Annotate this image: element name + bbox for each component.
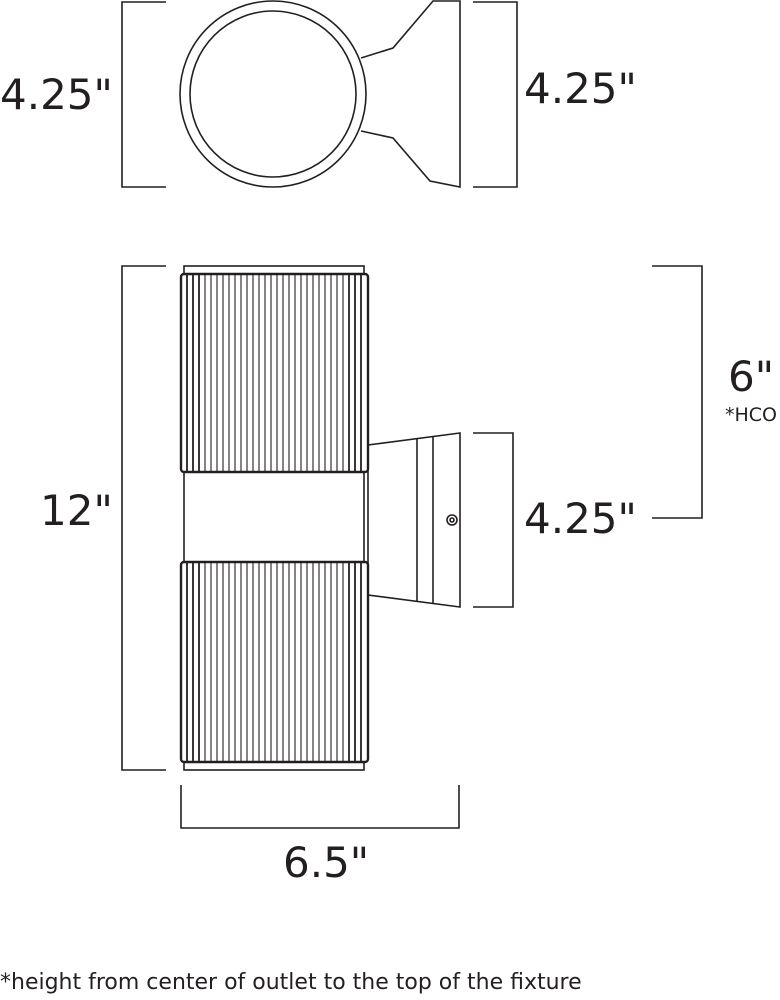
top-view-bracket: [360, 0, 461, 188]
wall-mount: [367, 432, 461, 608]
dim-bracket-top-right: [473, 1, 518, 188]
top-view-outer-ring: [179, 0, 367, 188]
lower-ribs: [186, 562, 362, 762]
screw-icon: [446, 514, 458, 526]
dim-label-backplate: 4.25": [524, 494, 637, 543]
lower-ribbed-shade: [179, 560, 370, 764]
dim-bracket-top-left: [121, 1, 166, 188]
dim-bracket-height: [121, 265, 166, 771]
dim-label-hco: 6": [728, 352, 775, 401]
dim-label-top-depth: 4.25": [524, 64, 637, 113]
upper-ribs: [186, 274, 362, 472]
footnote: *height from center of outlet to the top…: [0, 970, 582, 995]
top-view-inner-ring: [189, 10, 357, 178]
dim-label-hco-note: *HCO: [725, 404, 778, 426]
dim-label-top-width: 4.25": [0, 70, 113, 119]
top-view: [179, 0, 461, 188]
screw-icon-center: [449, 517, 455, 523]
side-view: [179, 265, 461, 771]
dim-label-width: 6.5": [283, 838, 370, 887]
dim-bracket-width: [180, 785, 460, 829]
dim-label-height: 12": [40, 486, 113, 535]
dim-bracket-backplate: [473, 432, 514, 608]
upper-ribbed-shade: [179, 272, 370, 474]
middle-band: [183, 471, 365, 563]
bottom-cap: [183, 761, 365, 771]
dim-bracket-hco: [652, 265, 703, 519]
